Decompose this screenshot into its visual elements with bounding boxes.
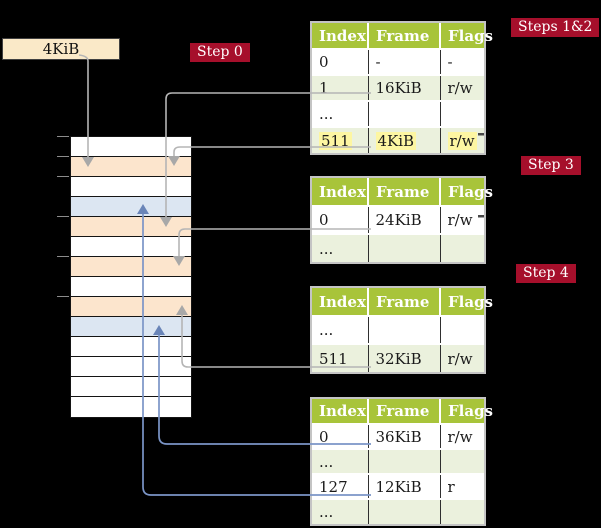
cell-frame: 4KiB — [367, 126, 440, 153]
cell-index: ... — [312, 315, 368, 344]
memory-row-10 — [71, 317, 191, 337]
memory-row-14 — [71, 397, 191, 417]
page-table-steps-1-2: Index Frame Flags 0 - - 1 16KiB r/w ... … — [310, 21, 493, 155]
cell-index: 127 — [312, 473, 368, 499]
cell-flags: - — [439, 48, 484, 75]
table-row: 127 12KiB r — [312, 473, 484, 499]
column-header-frame: Frame — [367, 23, 440, 49]
memory-row-5 — [71, 217, 191, 237]
page-table-step-3: Index Frame Flags 0 24KiB r/w ... — [310, 176, 493, 264]
memory-row-3 — [71, 177, 191, 197]
cell-index: 511 — [312, 126, 368, 153]
table-row-highlighted: 511 4KiB r/w — [312, 126, 484, 153]
page-table-final-level: Index Frame Flags 0 36KiB r/w ... 127 12… — [310, 397, 493, 526]
table-row: 0 - - — [312, 48, 484, 75]
table-row: ... — [312, 315, 484, 344]
memory-row-6 — [71, 237, 191, 257]
cell-flags — [439, 448, 484, 474]
memory-tick — [57, 296, 69, 297]
cell-flags: r/w — [439, 423, 484, 449]
table-row: ... — [312, 448, 484, 474]
table-row: 0 24KiB r/w — [312, 205, 484, 234]
table-row: 1 16KiB r/w — [312, 74, 484, 101]
highlighted-text: 511 — [319, 131, 352, 150]
label-steps-1-2: Steps 1&2 — [511, 18, 600, 37]
cell-index: 0 — [312, 423, 368, 449]
label-step-4: Step 4 — [516, 264, 576, 283]
column-header-index: Index — [312, 23, 368, 49]
cell-index: 511 — [312, 343, 368, 372]
memory-tick — [57, 256, 69, 257]
cell-frame: 12KiB — [367, 473, 440, 499]
memory-row-13 — [71, 377, 191, 397]
table-row: 511 32KiB r/w — [312, 343, 484, 372]
column-header-index: Index — [312, 178, 368, 206]
highlighted-text: 4KiB — [375, 131, 417, 150]
size-box-4kib: 4KiB — [2, 38, 120, 60]
cell-frame — [367, 100, 440, 127]
cell-index: 0 — [312, 48, 368, 75]
cell-frame: 32KiB — [367, 343, 440, 372]
cell-flags — [439, 100, 484, 127]
cell-frame — [367, 498, 440, 524]
memory-row-1 — [71, 137, 191, 157]
cell-frame — [367, 315, 440, 344]
cell-frame — [367, 448, 440, 474]
cell-flags — [439, 498, 484, 524]
memory-tick — [57, 136, 69, 137]
cell-frame: - — [367, 48, 440, 75]
table-row: 0 36KiB r/w — [312, 423, 484, 449]
column-header-flags: Flags — [439, 399, 493, 424]
memory-tick — [57, 156, 69, 157]
memory-row-8 — [71, 277, 191, 297]
column-header-flags: Flags — [439, 23, 493, 49]
highlighted-text: r/w — [447, 131, 477, 150]
column-header-index: Index — [312, 288, 368, 316]
cell-flags: r/w — [439, 343, 484, 372]
memory-row-11 — [71, 337, 191, 357]
cell-frame: 24KiB — [367, 205, 440, 234]
cell-index: ... — [312, 100, 368, 127]
cell-index: ... — [312, 498, 368, 524]
cell-flags: r/w — [439, 126, 484, 153]
cell-index: 0 — [312, 205, 368, 234]
table-row: ... — [312, 498, 484, 524]
size-box-label: 4KiB — [42, 40, 80, 58]
cell-frame: 36KiB — [367, 423, 440, 449]
cell-flags — [439, 233, 484, 262]
table-header-row: Index Frame Flags — [312, 178, 493, 206]
page-table-step-4: Index Frame Flags ... 511 32KiB r/w — [310, 286, 493, 374]
cell-frame — [367, 233, 440, 262]
memory-row-9 — [71, 297, 191, 317]
column-header-frame: Frame — [367, 288, 440, 316]
memory-tick — [57, 216, 69, 217]
column-header-index: Index — [312, 399, 368, 424]
column-header-flags: Flags — [439, 288, 493, 316]
cell-index: 1 — [312, 74, 368, 101]
table-row: ... — [312, 233, 484, 262]
memory-tick — [57, 176, 69, 177]
cell-frame: 16KiB — [367, 74, 440, 101]
table-header-row: Index Frame Flags — [312, 399, 493, 424]
label-step-0: Step 0 — [190, 43, 250, 62]
memory-row-2 — [71, 157, 191, 177]
label-step-3: Step 3 — [521, 156, 581, 175]
physical-memory-column — [70, 136, 192, 418]
memory-row-12 — [71, 357, 191, 377]
cell-flags: r/w — [439, 205, 484, 234]
cell-index: ... — [312, 448, 368, 474]
cell-flags: r — [439, 473, 484, 499]
column-header-frame: Frame — [367, 399, 440, 424]
cell-flags — [439, 315, 484, 344]
table-header-row: Index Frame Flags — [312, 288, 493, 316]
column-header-flags: Flags — [439, 178, 493, 206]
table-row: ... — [312, 100, 484, 127]
table-header-row: Index Frame Flags — [312, 23, 493, 49]
cell-flags: r/w — [439, 74, 484, 101]
memory-row-4 — [71, 197, 191, 217]
cell-index: ... — [312, 233, 368, 262]
memory-row-7 — [71, 257, 191, 277]
column-header-frame: Frame — [367, 178, 440, 206]
